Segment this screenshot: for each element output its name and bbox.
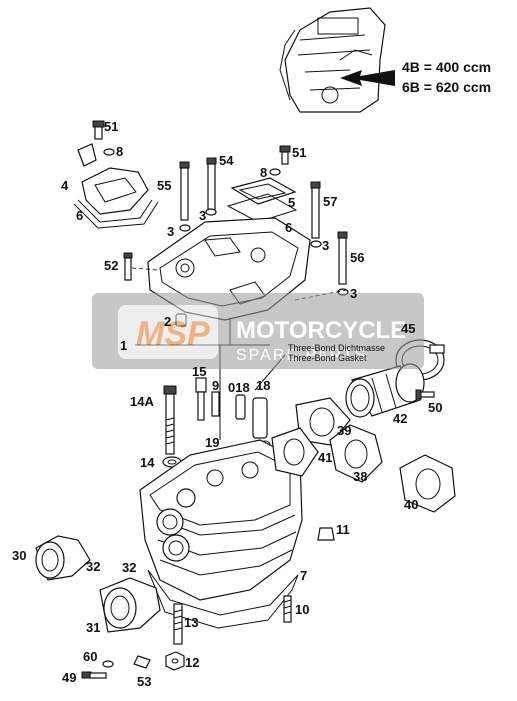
label-4: 4 xyxy=(61,178,69,193)
label-50: 50 xyxy=(428,400,442,415)
label-32b: 32 xyxy=(122,560,136,575)
cap-11 xyxy=(317,527,335,541)
seal-018 xyxy=(235,394,246,420)
flange-38 xyxy=(329,424,383,483)
label-8b: 8 xyxy=(260,165,267,180)
bolt-49 xyxy=(81,671,107,679)
oring-8-right xyxy=(269,168,281,176)
label-3c: 3 xyxy=(322,238,329,253)
label-6a: 6 xyxy=(76,208,83,223)
note-sealant-de: Three-Bond Dichtmasse xyxy=(288,343,385,353)
engine-thumbnail xyxy=(279,7,395,113)
washer-3b xyxy=(205,208,217,216)
bolt-14a xyxy=(163,385,177,455)
label-018: 018 xyxy=(228,380,250,395)
label-9: 9 xyxy=(212,378,219,393)
bolt-55 xyxy=(179,161,190,221)
label-6b: 6 xyxy=(285,220,292,235)
cylinder-head xyxy=(139,439,303,601)
label-13: 13 xyxy=(184,615,198,630)
bolt-54 xyxy=(206,157,217,215)
gasket-41 xyxy=(271,427,319,477)
nut-12 xyxy=(165,651,185,671)
label-3b: 3 xyxy=(199,208,206,223)
washer-60 xyxy=(102,660,114,668)
engine-size-400: 4B = 400 ccm xyxy=(402,59,491,75)
watermark-title: MOTORCYCLE xyxy=(236,317,406,344)
label-1: 1 xyxy=(120,338,127,353)
label-49: 49 xyxy=(62,670,76,685)
intake-flange-31 xyxy=(99,577,161,633)
label-51a: 51 xyxy=(104,119,118,134)
label-57: 57 xyxy=(323,194,337,209)
label-10: 10 xyxy=(295,602,309,617)
watermark: MSP MOTORCYCLE SPARE PARTS xyxy=(92,293,424,369)
label-51b: 51 xyxy=(292,145,306,160)
label-40: 40 xyxy=(404,497,418,512)
watermark-logo: MSP xyxy=(136,315,210,353)
label-11: 11 xyxy=(336,522,350,537)
label-12: 12 xyxy=(185,655,199,670)
label-55: 55 xyxy=(157,178,171,193)
label-39: 39 xyxy=(337,423,351,438)
stud-13 xyxy=(173,603,183,645)
label-30: 30 xyxy=(12,548,26,563)
label-31: 31 xyxy=(86,620,100,635)
cylinder-head-gasket-7 xyxy=(147,569,299,629)
note-sealant-en: Three-Bond Gasket xyxy=(288,353,367,363)
clip-53 xyxy=(133,655,151,669)
valve-cover-left xyxy=(73,143,159,229)
label-56: 56 xyxy=(350,250,364,265)
watermark-subtitle: SPARE PARTS xyxy=(236,347,367,364)
arrow-icon xyxy=(340,70,395,86)
label-8a: 8 xyxy=(116,144,123,159)
label-5: 5 xyxy=(288,195,295,210)
label-41: 41 xyxy=(318,450,332,465)
label-38: 38 xyxy=(353,469,367,484)
bolt-56 xyxy=(337,231,348,285)
part-labels: 51 8 4 6 52 54 55 3 3 8 51 5 6 57 3 56 3… xyxy=(12,119,442,689)
label-15: 15 xyxy=(192,364,206,379)
washer-3c xyxy=(310,240,322,248)
label-18: 18 xyxy=(256,378,270,393)
tappet-15 xyxy=(195,377,207,421)
label-7: 7 xyxy=(300,568,307,583)
screw-50 xyxy=(415,389,435,400)
label-2: 2 xyxy=(164,314,171,329)
label-54: 54 xyxy=(219,153,234,168)
bolt-51-right xyxy=(279,145,291,165)
flange-40 xyxy=(399,454,456,513)
bolt-57 xyxy=(310,181,321,239)
label-3d: 3 xyxy=(350,286,357,301)
label-32a: 32 xyxy=(86,559,100,574)
leader-52 xyxy=(131,267,159,271)
label-60: 60 xyxy=(83,649,97,664)
valve-cover-right xyxy=(226,177,298,223)
label-53: 53 xyxy=(137,674,151,689)
rubber-boot-42 xyxy=(345,363,425,418)
pin-9 xyxy=(211,391,220,417)
label-42: 42 xyxy=(393,411,407,426)
intake-flange-30 xyxy=(35,535,91,581)
engine-size-620: 6B = 620 ccm xyxy=(402,79,491,95)
washer-3a xyxy=(179,224,191,232)
label-14: 14 xyxy=(140,455,155,470)
label-3a: 3 xyxy=(167,224,174,239)
label-52: 52 xyxy=(104,258,118,273)
oring-8-left xyxy=(103,148,115,156)
bolt-51-left xyxy=(92,120,105,140)
label-19: 19 xyxy=(205,435,219,450)
label-45: 45 xyxy=(401,321,415,336)
label-14a: 14A xyxy=(130,394,154,409)
bolt-52 xyxy=(123,252,133,281)
stud-10 xyxy=(283,595,292,623)
